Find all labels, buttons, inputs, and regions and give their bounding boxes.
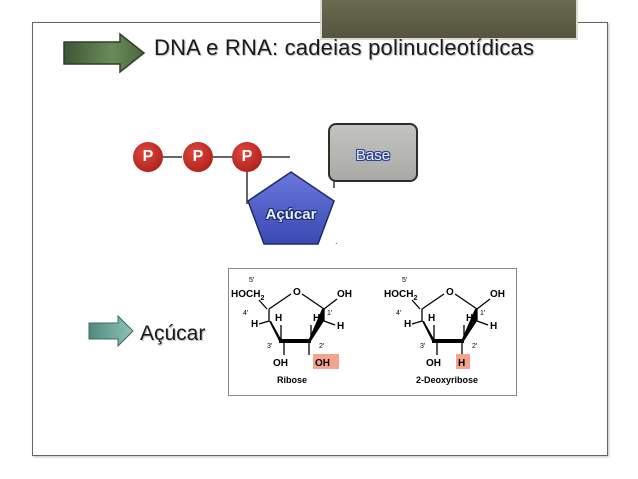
svg-text:H: H	[428, 313, 435, 324]
svg-text:4′: 4′	[243, 310, 249, 317]
ribose-hoch2: HOCH	[231, 289, 260, 300]
ribose-ring-o: O	[293, 287, 301, 298]
svg-text:2′: 2′	[319, 343, 325, 350]
svg-text:4′: 4′	[396, 310, 402, 317]
deoxyribose-h-2-highlight	[456, 354, 470, 369]
ribose-structure: 5′ HOCH2 O OH 1′ 4′ H H H H 3′ 2′	[231, 277, 352, 385]
svg-text:OH: OH	[490, 289, 505, 300]
svg-text:HOCH2: HOCH2	[231, 289, 264, 302]
ribose-oh-2: OH	[315, 358, 330, 369]
svg-text:3′: 3′	[267, 343, 273, 350]
base-box: Base	[328, 123, 418, 182]
base-label: Base	[355, 147, 391, 164]
title-arrow-icon	[63, 32, 146, 74]
svg-text:3′: 3′	[420, 343, 426, 350]
svg-text:2′: 2′	[472, 343, 478, 350]
sugar-structures-panel: 5′ HOCH2 O OH 1′ 4′ H H H H 3′ 2′	[228, 268, 517, 396]
bullet-arrow-icon	[88, 315, 134, 347]
ribose-c5: 5′	[249, 277, 255, 284]
phosphate-1: P	[133, 142, 163, 172]
svg-text:H: H	[404, 319, 411, 330]
svg-text:H: H	[275, 313, 282, 324]
svg-text:1′: 1′	[480, 310, 486, 317]
ribose-oh-top: OH	[337, 289, 352, 300]
svg-text:H: H	[251, 319, 258, 330]
svg-text:H: H	[337, 321, 344, 332]
ribose-name: Ribose	[277, 375, 307, 385]
svg-text:H: H	[466, 313, 473, 324]
svg-text:H: H	[313, 313, 320, 324]
slide-title: DNA e RNA: cadeias polinucleotídicas	[154, 35, 535, 60]
sugar-label: Açúcar	[265, 206, 317, 223]
phosphate-2: P	[183, 142, 213, 172]
svg-text:O: O	[446, 287, 454, 298]
deoxyribose-name: 2-Deoxyribose	[416, 375, 478, 385]
svg-text:.: .	[335, 237, 338, 246]
deoxyribose-h-2: H	[458, 358, 465, 369]
bullet-label: Açúcar	[140, 322, 206, 345]
decorative-banner	[320, 0, 578, 40]
phosphate-3: P	[232, 142, 262, 172]
svg-text:H: H	[490, 321, 497, 332]
ribose-oh-3: OH	[273, 358, 288, 369]
svg-text:HOCH2: HOCH2	[384, 289, 417, 302]
ribose-oh-2-highlight	[313, 354, 339, 369]
svg-text:1′: 1′	[327, 310, 333, 317]
sugar-pentagon	[247, 171, 335, 245]
svg-text:5′: 5′	[402, 277, 408, 284]
deoxyribose-hoch2: HOCH	[384, 289, 413, 300]
svg-text:OH: OH	[426, 358, 441, 369]
deoxyribose-structure: 5′ HOCH2 O OH 1′ 4′ H H H H 3′ 2′	[384, 277, 505, 385]
